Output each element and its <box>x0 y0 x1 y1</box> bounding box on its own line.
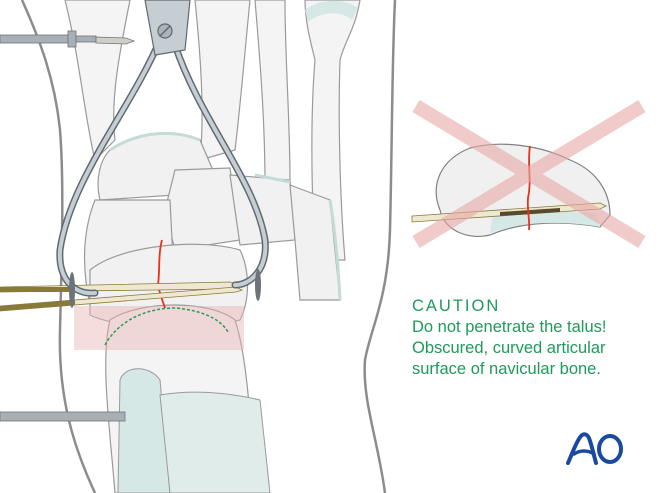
danger-zone-box <box>74 306 244 350</box>
caution-line: surface of navicular bone. <box>412 360 601 378</box>
reduction-forceps <box>56 0 269 308</box>
articular-surface-dashed <box>104 307 229 346</box>
talus <box>105 304 271 493</box>
caution-title: CAUTION <box>412 297 501 315</box>
midfoot-bones <box>83 132 341 328</box>
caution-line: Do not penetrate the talus! <box>412 318 607 336</box>
toe-cartilage <box>305 0 358 22</box>
ao-logo <box>566 432 623 465</box>
caution-note: CAUTION Do not penetrate the talus! Obsc… <box>412 296 606 380</box>
k-wires <box>0 281 244 312</box>
guide-pins <box>0 30 136 422</box>
joint-cartilage <box>109 131 342 301</box>
cross-mark <box>412 100 646 248</box>
navicular-inset <box>411 100 646 248</box>
caution-line: Obscured, curved articular <box>412 339 606 357</box>
